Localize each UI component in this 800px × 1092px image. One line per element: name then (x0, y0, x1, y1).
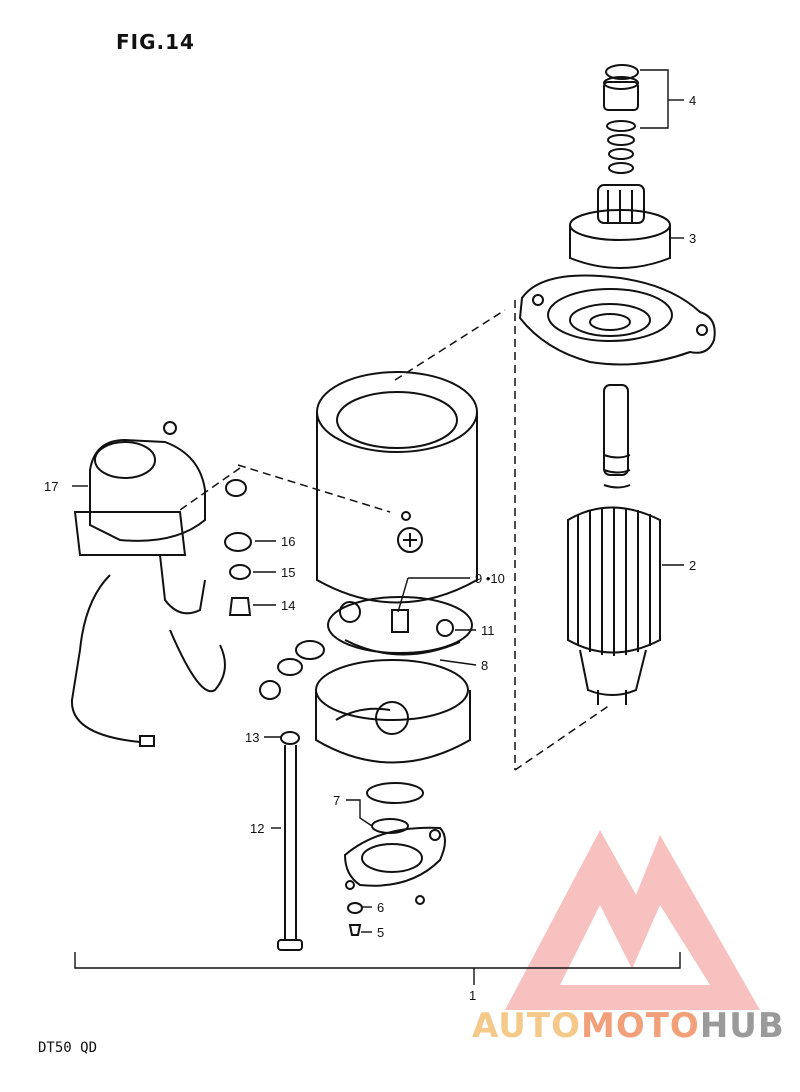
model-label: DT50 QD (38, 1040, 98, 1056)
rear-cap-set (343, 782, 446, 905)
watermark-part-hub: HUB (699, 1006, 785, 1046)
leader-lines (72, 69, 684, 985)
callout-15: 15 (281, 565, 295, 580)
callout-2: 2 (689, 558, 696, 573)
lead-wire (70, 574, 141, 743)
terminal-hardware (259, 640, 325, 700)
callout-12: 12 (250, 821, 264, 836)
bolt-washer (280, 731, 300, 745)
callout-6: 6 (377, 900, 384, 915)
callout-16: 16 (281, 534, 295, 549)
armature (567, 384, 661, 705)
line-art (70, 64, 716, 951)
through-bolt (277, 745, 303, 951)
callout-14: 14 (281, 598, 295, 613)
callout-3: 3 (689, 231, 696, 246)
callout-17: 17 (44, 479, 58, 494)
callout-11: 11 (481, 623, 495, 638)
callout-4: 4 (689, 93, 696, 108)
solenoid (73, 421, 226, 693)
callout-9-10: 9 •10 (475, 571, 505, 586)
callout-5: 5 (377, 925, 384, 940)
watermark-part-moto: MOTO (580, 1006, 700, 1046)
yoke-housing (316, 371, 478, 604)
wire-terminal (139, 735, 155, 747)
callout-1: 1 (469, 988, 476, 1003)
pinion-stop-set (603, 64, 639, 174)
callout-7: 7 (333, 793, 340, 808)
front-bracket (518, 274, 716, 366)
solenoid-terminal-parts (224, 479, 252, 616)
screw-set (347, 902, 363, 936)
watermark-part-auto: AUTO (472, 1006, 581, 1046)
callout-labels: 4 3 2 17 16 15 14 9 •10 11 8 13 12 7 6 5… (44, 93, 696, 1003)
watermark-logo (505, 830, 760, 1010)
rear-end-cover (315, 659, 471, 764)
watermark-text: AUTOMOTOHUB (472, 1006, 785, 1046)
brush-holder (327, 596, 473, 656)
callout-8: 8 (481, 658, 488, 673)
assembly-guides (179, 300, 611, 771)
figure-title: FIG.14 (116, 30, 195, 54)
pinion-gear (569, 184, 671, 269)
callout-13: 13 (245, 730, 259, 745)
